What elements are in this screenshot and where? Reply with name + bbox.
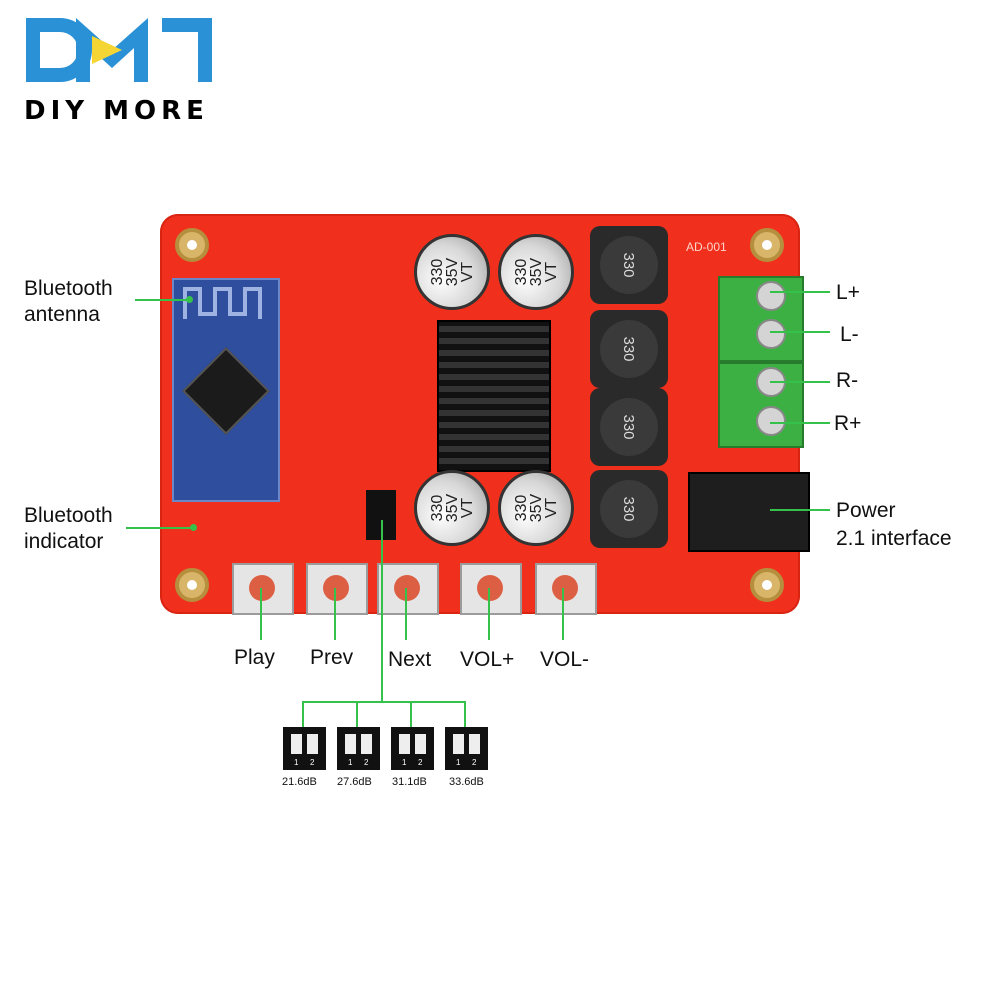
callout-line-vol-plus [488, 588, 490, 640]
switch-slot [307, 734, 318, 754]
switch-num: 2 [310, 758, 315, 767]
mount-hole-top-left [175, 228, 209, 262]
callout-line-r-minus [770, 381, 830, 383]
callout-line-dip-4 [464, 701, 466, 727]
gain-switch-diagram: 1 2 [337, 727, 380, 770]
antenna-trace-icon [183, 287, 262, 319]
capacitor: 330 35V VT [414, 234, 490, 310]
heatsink [437, 320, 551, 472]
callout-line-play [260, 588, 262, 640]
callout-line-dip-1 [302, 701, 304, 727]
callout-dot [186, 296, 193, 303]
inductor: 330 [590, 226, 668, 304]
switch-num: 1 [456, 758, 461, 767]
callout-line-indicator [126, 527, 194, 529]
label-bluetooth-antenna: Bluetooth antenna [24, 277, 113, 326]
gain-switch-diagram: 1 2 [445, 727, 488, 770]
button-cap [323, 575, 349, 601]
gain-label: 33.6dB [449, 776, 484, 788]
gain-switch-diagram: 1 2 [283, 727, 326, 770]
inductor: 330 [590, 470, 668, 548]
capacitor: 330 35V VT [498, 234, 574, 310]
next-button[interactable] [377, 563, 439, 615]
callout-line-r-plus [770, 422, 830, 424]
label-power-interface: 2.1 interface [836, 527, 952, 550]
label-power: Power [836, 499, 896, 522]
callout-line-power [770, 509, 830, 511]
switch-slot [291, 734, 302, 754]
callout-line-dip [381, 520, 383, 702]
inductor-label: 330 [600, 398, 658, 456]
label-prev: Prev [310, 646, 354, 669]
inductor-label: 330 [600, 236, 658, 294]
mount-hole-top-right [750, 228, 784, 262]
callout-line-dip-2 [356, 701, 358, 727]
screw-icon [756, 406, 786, 436]
play-button[interactable] [232, 563, 294, 615]
mount-hole-bottom-right [750, 568, 784, 602]
gain-label: 27.6dB [337, 776, 372, 788]
switch-slot [361, 734, 372, 754]
inductor-label: 330 [600, 480, 658, 538]
gain-label: 21.6dB [282, 776, 317, 788]
switch-num: 2 [418, 758, 423, 767]
label-next: Next [388, 648, 432, 671]
callout-line-prev [334, 588, 336, 640]
label-play: Play [234, 646, 275, 669]
label-l-plus: L+ [836, 281, 860, 304]
callout-dot [190, 524, 197, 531]
brand-name: DIY MORE [24, 96, 209, 126]
diymore-logo [26, 18, 212, 82]
screw-icon [756, 281, 786, 311]
button-cap [394, 575, 420, 601]
label-vol-minus: VOL- [540, 648, 590, 671]
callout-line-dip-bus [302, 701, 466, 703]
switch-num: 2 [364, 758, 369, 767]
label-bluetooth-indicator: Bluetooth indicator [24, 504, 113, 553]
inductor-label: 330 [600, 320, 658, 378]
dc-power-jack [688, 472, 810, 552]
button-cap [552, 575, 578, 601]
gain-switch-diagram: 1 2 [391, 727, 434, 770]
mount-hole-bottom-left [175, 568, 209, 602]
switch-slot [469, 734, 480, 754]
inductor: 330 [590, 310, 668, 388]
switch-slot [399, 734, 410, 754]
callout-line-l-plus [770, 291, 830, 293]
callout-line-next [405, 588, 407, 640]
switch-slot [415, 734, 426, 754]
switch-slot [453, 734, 464, 754]
vol-plus-button[interactable] [460, 563, 522, 615]
switch-num: 2 [472, 758, 477, 767]
callout-line-vol-minus [562, 588, 564, 640]
capacitor: 330 35V VT [498, 470, 574, 546]
switch-num: 1 [348, 758, 353, 767]
switch-slot [345, 734, 356, 754]
switch-num: 1 [294, 758, 299, 767]
label-r-minus: R- [836, 369, 859, 392]
inductor: 330 [590, 388, 668, 466]
switch-num: 1 [402, 758, 407, 767]
capacitor: 330 35V VT [414, 470, 490, 546]
button-cap [249, 575, 275, 601]
screw-icon [756, 319, 786, 349]
callout-line-l-minus [770, 331, 830, 333]
callout-line-antenna [135, 299, 190, 301]
label-vol-plus: VOL+ [460, 648, 515, 671]
button-cap [477, 575, 503, 601]
callout-line-dip-3 [410, 701, 412, 727]
label-l-minus: L- [840, 323, 859, 346]
gain-label: 31.1dB [392, 776, 427, 788]
label-r-plus: R+ [834, 412, 862, 435]
prev-button[interactable] [306, 563, 368, 615]
board-model-text: AD-001 [686, 240, 727, 254]
vol-minus-button[interactable] [535, 563, 597, 615]
